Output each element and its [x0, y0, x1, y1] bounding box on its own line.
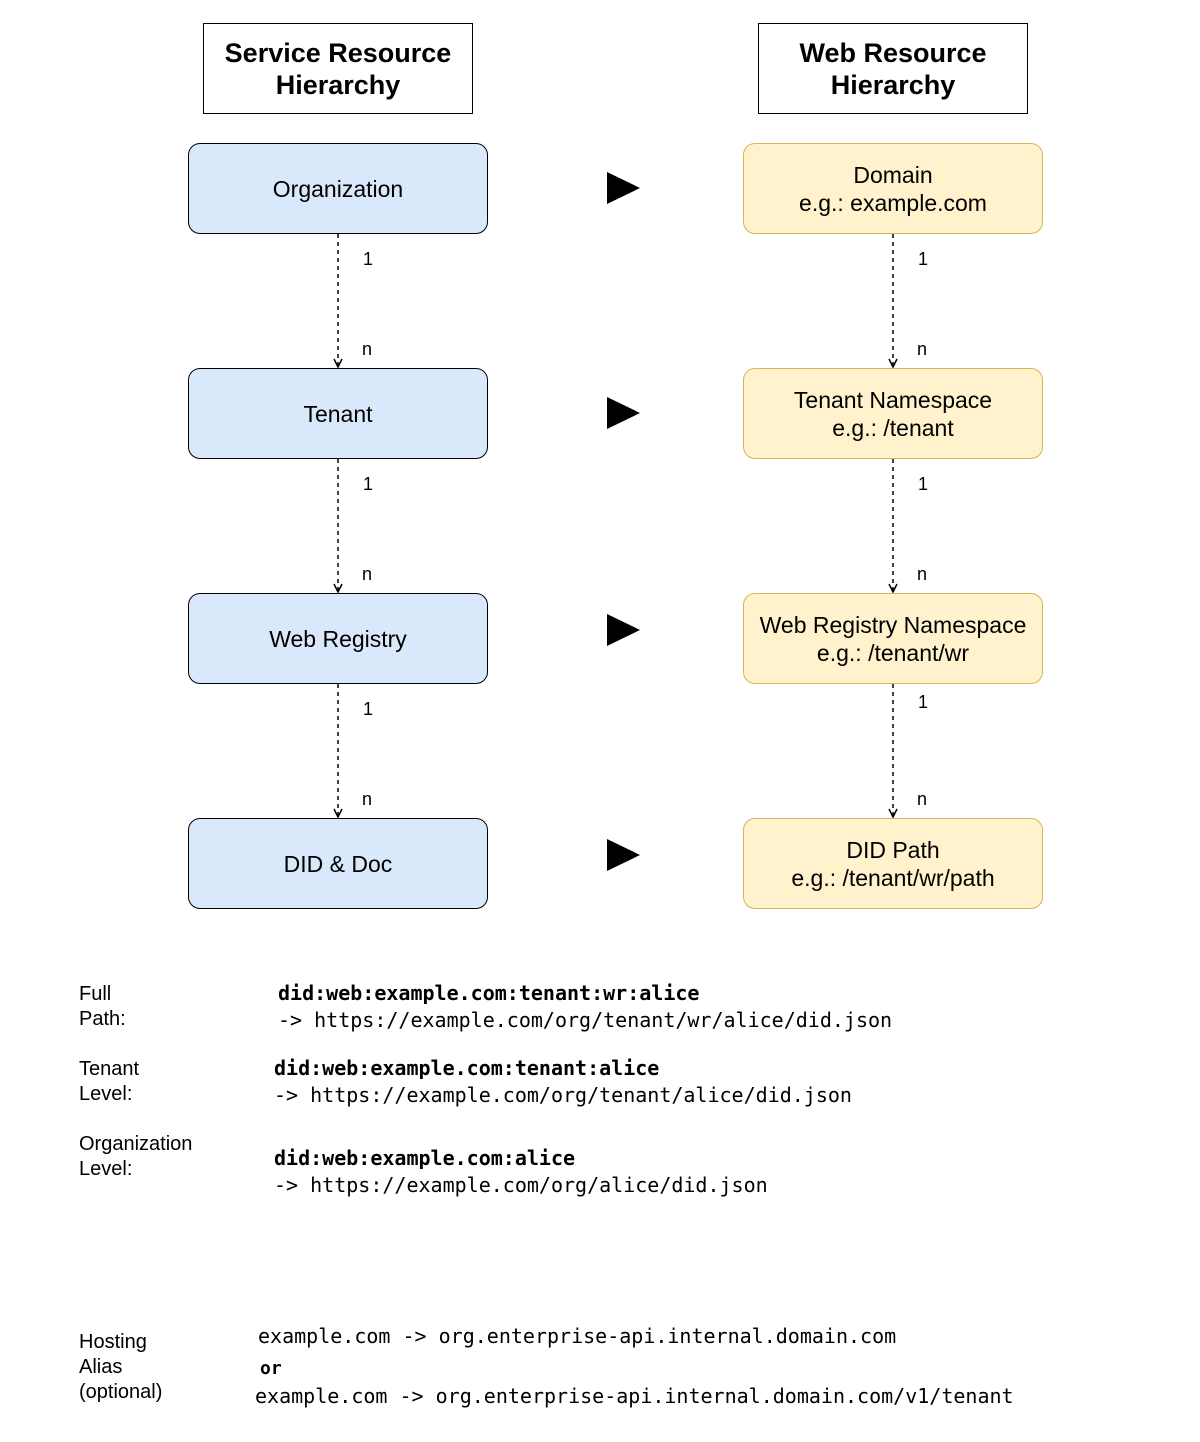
cardinality-many: n [362, 564, 373, 584]
cardinality-one: 1 [918, 474, 929, 494]
web-hierarchy-header: Web Resource Hierarchy [758, 23, 1028, 114]
node-tenant-namespace: Tenant Namespace e.g.: /tenant [743, 368, 1043, 459]
node-tenant: Tenant [188, 368, 488, 459]
hosting-alias-line1: example.com -> org.enterprise-api.intern… [258, 1324, 897, 1348]
map-arrow-icon [607, 397, 640, 429]
cardinality-one: 1 [918, 249, 929, 269]
cardinality-many: n [917, 564, 928, 584]
mapping-organization-level: did:web:example.com:alice -> https://exa… [274, 1145, 768, 1199]
node-domain: Domain e.g.: example.com [743, 143, 1043, 234]
hosting-alias-line2: example.com -> org.enterprise-api.intern… [255, 1384, 1014, 1408]
node-organization: Organization [188, 143, 488, 234]
node-web-registry-namespace: Web Registry Namespace e.g.: /tenant/wr [743, 593, 1043, 684]
service-hierarchy-header: Service Resource Hierarchy [203, 23, 473, 114]
cardinality-many: n [917, 339, 928, 359]
did-identifier: did:web:example.com:alice [274, 1146, 576, 1170]
map-arrow-icon [607, 614, 640, 646]
hosting-alias-label: Hosting Alias (optional) [79, 1331, 163, 1403]
cardinality-many: n [362, 339, 373, 359]
cardinality-one: 1 [363, 699, 374, 719]
node-did-path: DID Path e.g.: /tenant/wr/path [743, 818, 1043, 909]
mapping-tenant-level: did:web:example.com:tenant:alice -> http… [274, 1055, 852, 1109]
did-url: -> https://example.com/org/alice/did.jso… [274, 1173, 768, 1197]
map-arrow-icon [607, 839, 640, 871]
cardinality-many: n [362, 789, 373, 809]
mapping-label-organization-level: Organization Level: [79, 1133, 193, 1180]
node-did-doc: DID & Doc [188, 818, 488, 909]
mapping-label-tenant-level: Tenant Level: [79, 1058, 140, 1105]
did-url: -> https://example.com/org/tenant/wr/ali… [278, 1008, 893, 1032]
cardinality-one: 1 [363, 249, 374, 269]
cardinality-one: 1 [363, 474, 374, 494]
cardinality-one: 1 [918, 692, 929, 712]
did-identifier: did:web:example.com:tenant:alice [274, 1056, 660, 1080]
cardinality-many: n [917, 789, 928, 809]
did-identifier: did:web:example.com:tenant:wr:alice [278, 981, 700, 1005]
hosting-alias-or: or [260, 1358, 282, 1379]
node-web-registry: Web Registry [188, 593, 488, 684]
map-arrow-icon [607, 172, 640, 204]
mapping-full-path: did:web:example.com:tenant:wr:alice -> h… [278, 980, 892, 1034]
did-url: -> https://example.com/org/tenant/alice/… [274, 1083, 852, 1107]
mapping-label-full-path: Full Path: [79, 983, 126, 1030]
